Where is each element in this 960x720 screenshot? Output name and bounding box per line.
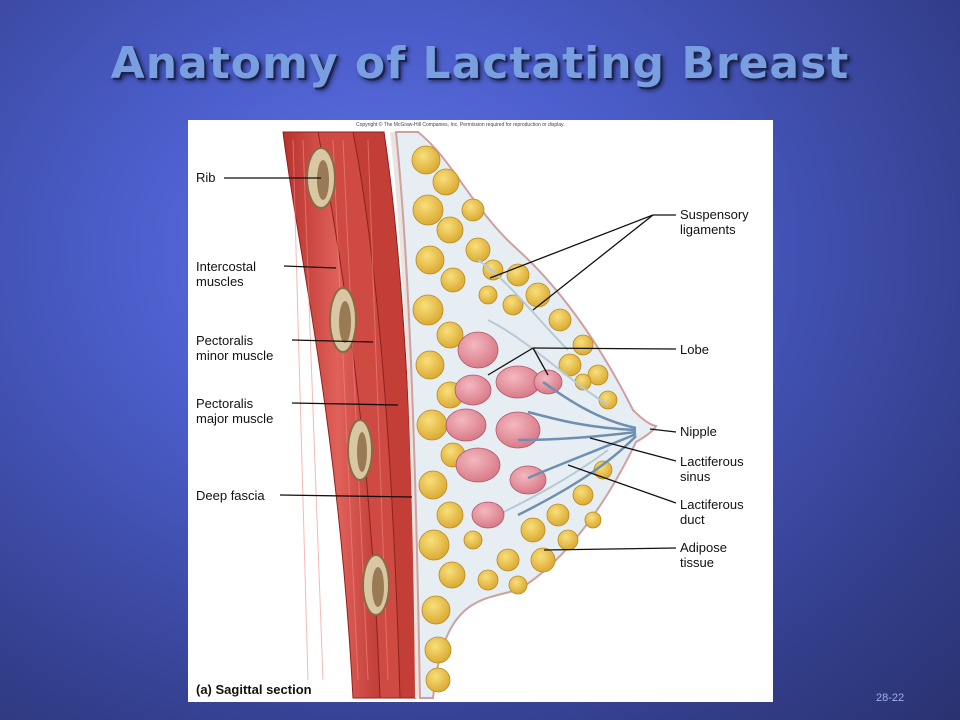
label-adipose-tissue: Adipose tissue [680,540,727,570]
adipose-globules [411,145,618,693]
fascia-line [390,131,421,699]
label-pectoralis-minor: Pectoralis minor muscle [196,333,274,363]
copyright-notice: Copyright © The McGraw-Hill Companies, I… [356,122,565,128]
label-lactiferous-sinus: Lactiferous sinus [680,454,744,484]
label-pectoralis-major: Pectoralis major muscle [196,396,274,426]
anatomy-figure: Copyright © The McGraw-Hill Companies, I… [188,120,773,702]
figure-caption: (a) Sagittal section [196,682,312,697]
slide-number: 28-22 [876,692,905,704]
breast-illustration [224,131,677,699]
label-lobe: Lobe [680,342,709,357]
label-intercostal-muscles: Intercostal muscles [196,259,256,289]
label-lactiferous-duct: Lactiferous duct [680,497,744,527]
leader-lines [224,177,677,551]
lactiferous-ducts [517,380,637,517]
ribs [306,147,390,616]
slide-title: Anatomy of Lactating Breast [110,38,850,89]
label-deep-fascia: Deep fascia [196,488,265,503]
label-suspensory-ligaments: Suspensory ligaments [680,207,749,237]
label-rib: Rib [196,170,216,185]
label-nipple: Nipple [680,424,717,439]
muscle-layer [282,131,417,699]
